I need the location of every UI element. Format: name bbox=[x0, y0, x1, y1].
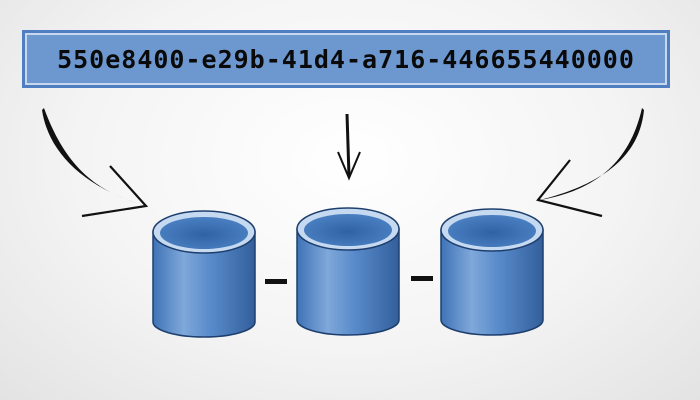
down-arrow-icon bbox=[345, 113, 351, 177]
arrow-right-head bbox=[536, 159, 603, 218]
arrow-center-head bbox=[337, 151, 361, 181]
database-center bbox=[296, 207, 400, 336]
database-cylinder-icon bbox=[296, 207, 400, 336]
arrow-left bbox=[42, 108, 149, 218]
connector-right bbox=[411, 276, 433, 281]
curved-arrow-icon bbox=[42, 108, 142, 205]
database-cylinder-icon bbox=[152, 210, 256, 338]
curved-arrow-icon bbox=[540, 108, 644, 200]
uuid-box: 550e8400-e29b-41d4-a716-446655440000 bbox=[22, 30, 670, 88]
arrow-right bbox=[536, 108, 644, 218]
database-cylinder-icon bbox=[440, 208, 544, 336]
arrow-left-head bbox=[81, 165, 149, 218]
connector-left bbox=[265, 279, 287, 284]
arrow-center bbox=[337, 113, 361, 181]
uuid-text: 550e8400-e29b-41d4-a716-446655440000 bbox=[57, 44, 635, 74]
database-right bbox=[440, 208, 544, 336]
database-left bbox=[152, 210, 256, 338]
